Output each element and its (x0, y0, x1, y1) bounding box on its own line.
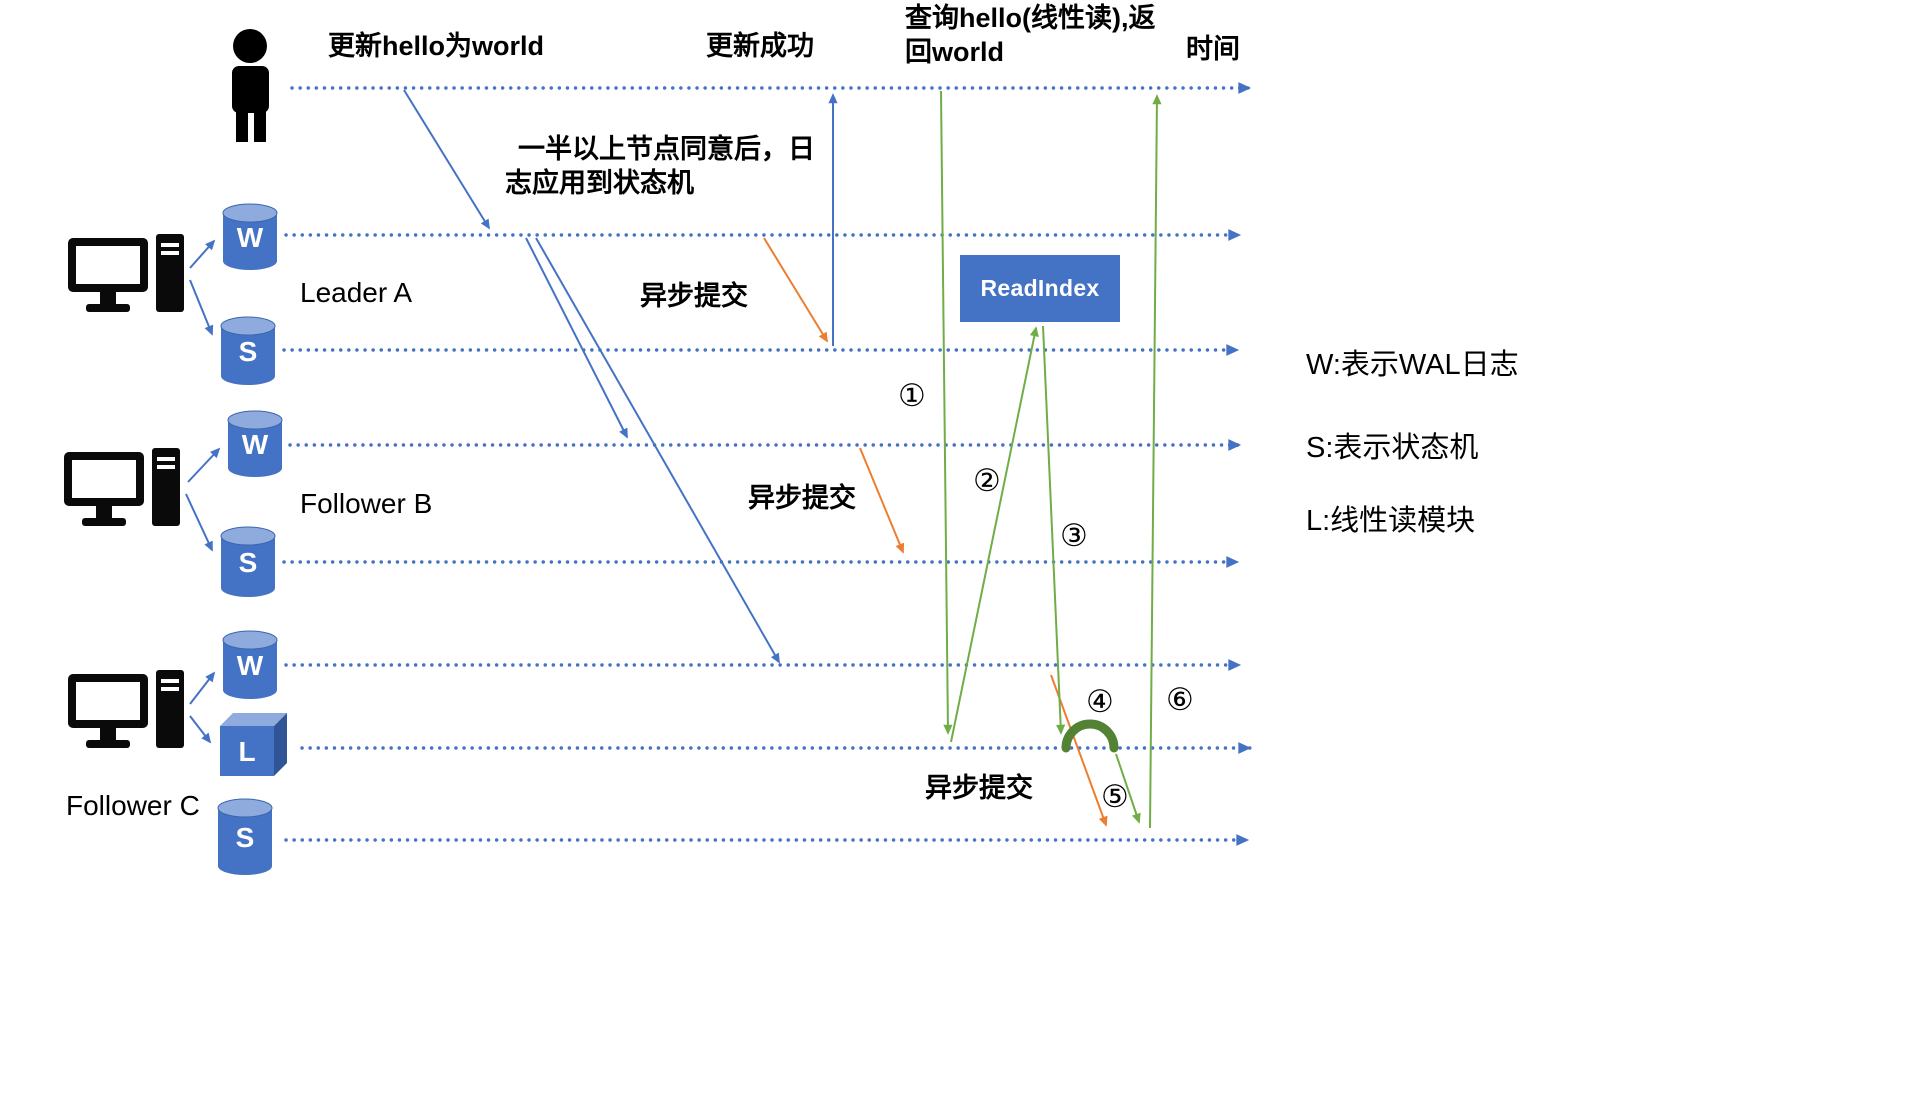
leader-a-state-cylinder: S (220, 316, 276, 385)
step-4-marker: ④ (1086, 684, 1114, 719)
client-person-icon (232, 29, 269, 142)
step-2-marker: ② (973, 463, 1001, 498)
readindex-box: ReadIndex (960, 255, 1120, 322)
arrow-replicate-to-follower-c (535, 237, 780, 664)
arrow-step4-wait-apply-arc (1061, 719, 1119, 753)
follower-b-wal-letter: W (242, 429, 269, 460)
arrow-async-commit-leader-a (763, 237, 828, 343)
step-5-marker: ⑤ (1101, 779, 1129, 814)
arrow-update-request (403, 89, 490, 230)
leader-a-wal-cylinder: W (222, 203, 278, 270)
label-async-commit-follower-c: 异步提交 (925, 773, 1033, 803)
label-majority-line2: 志应用到状态机 (505, 168, 694, 198)
legend-linear-read: L:线性读模块 (1306, 505, 1476, 537)
arrow-replicate-to-follower-b (525, 237, 628, 439)
label-follower-c: Follower C (66, 790, 200, 821)
arrow-async-commit-follower-b (859, 447, 905, 554)
label-time: 时间 (1186, 34, 1240, 64)
follower-c-wal-cylinder: W (222, 630, 278, 699)
follower-c-linear-read-cube: L (220, 713, 287, 776)
leader-a-connectors (189, 239, 216, 336)
follower-c-computer-icon (68, 670, 184, 748)
leader-a-computer-icon (68, 234, 184, 312)
legend-wal: W:表示WAL日志 (1306, 349, 1519, 381)
follower-c-connectors (189, 671, 216, 744)
follower-c-state-letter: S (236, 822, 255, 853)
follower-b-wal-cylinder: W (227, 410, 283, 477)
leader-a-wal-letter: W (237, 222, 264, 253)
label-update-success: 更新成功 (706, 31, 814, 61)
follower-c-linear-read-letter: L (238, 736, 255, 767)
label-majority-line1: 一半以上节点同意后，日 (518, 134, 815, 164)
label-query-line1: 查询hello(线性读),返 (905, 3, 1156, 33)
follower-b-computer-icon (64, 448, 180, 526)
step-1-marker: ① (898, 378, 926, 413)
leader-a-state-letter: S (239, 336, 258, 367)
follower-b-state-cylinder: S (220, 526, 276, 597)
arrow-step2-readindex-request (950, 326, 1039, 743)
label-async-commit-leader-a: 异步提交 (640, 281, 748, 311)
arrow-step3-readindex-response (1042, 325, 1066, 735)
arrow-step5-read-state-machine (1115, 753, 1141, 824)
label-async-commit-follower-b: 异步提交 (748, 483, 856, 513)
follower-c-wal-letter: W (237, 650, 264, 681)
follower-b-connectors (185, 447, 221, 552)
arrow-step1-query-to-linear-read (940, 90, 953, 735)
follower-b-state-letter: S (239, 547, 258, 578)
step-6-marker: ⑥ (1166, 682, 1194, 717)
step-3-marker: ③ (1060, 518, 1088, 553)
legend-state-machine: S:表示状态机 (1306, 432, 1479, 464)
label-query-line2: 回world (905, 37, 1004, 67)
label-leader-a: Leader A (300, 277, 413, 308)
arrow-step6-return-result (1149, 94, 1162, 829)
label-follower-b: Follower B (300, 488, 433, 519)
follower-c-state-cylinder: S (217, 798, 273, 875)
label-update-request: 更新hello为world (328, 31, 544, 61)
